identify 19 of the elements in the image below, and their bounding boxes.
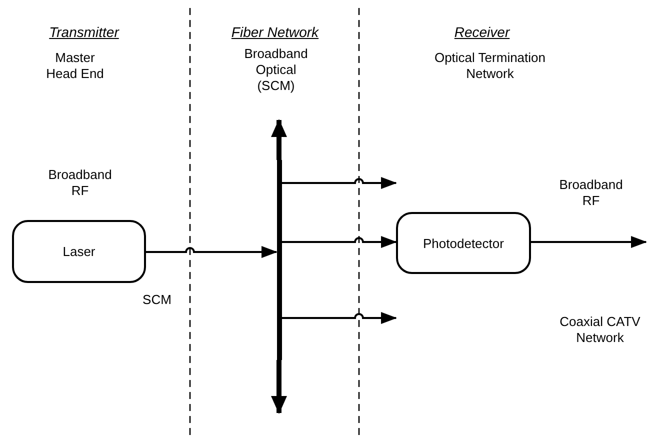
arrow <box>271 119 287 160</box>
process-box: Laser <box>12 220 146 283</box>
arrow <box>282 236 397 248</box>
section-heading: Transmitter <box>49 24 119 40</box>
arrow <box>282 312 397 324</box>
text-label: Broadband RF <box>558 177 624 209</box>
text-label: Coaxial CATV Network <box>558 314 642 346</box>
arrow <box>271 360 287 414</box>
text-label: Broadband Optical (SCM) <box>243 46 309 94</box>
text-label: Master Head End <box>45 50 105 82</box>
text-label: Optical Termination Network <box>433 50 547 82</box>
process-box: Photodetector <box>396 212 531 274</box>
text-label: SCM <box>142 292 172 308</box>
arrow <box>282 177 397 189</box>
arrow <box>146 246 278 258</box>
text-label: Broadband RF <box>47 167 113 199</box>
arrow <box>531 236 647 248</box>
section-heading: Receiver <box>454 24 510 40</box>
section-heading: Fiber Network <box>231 24 319 40</box>
